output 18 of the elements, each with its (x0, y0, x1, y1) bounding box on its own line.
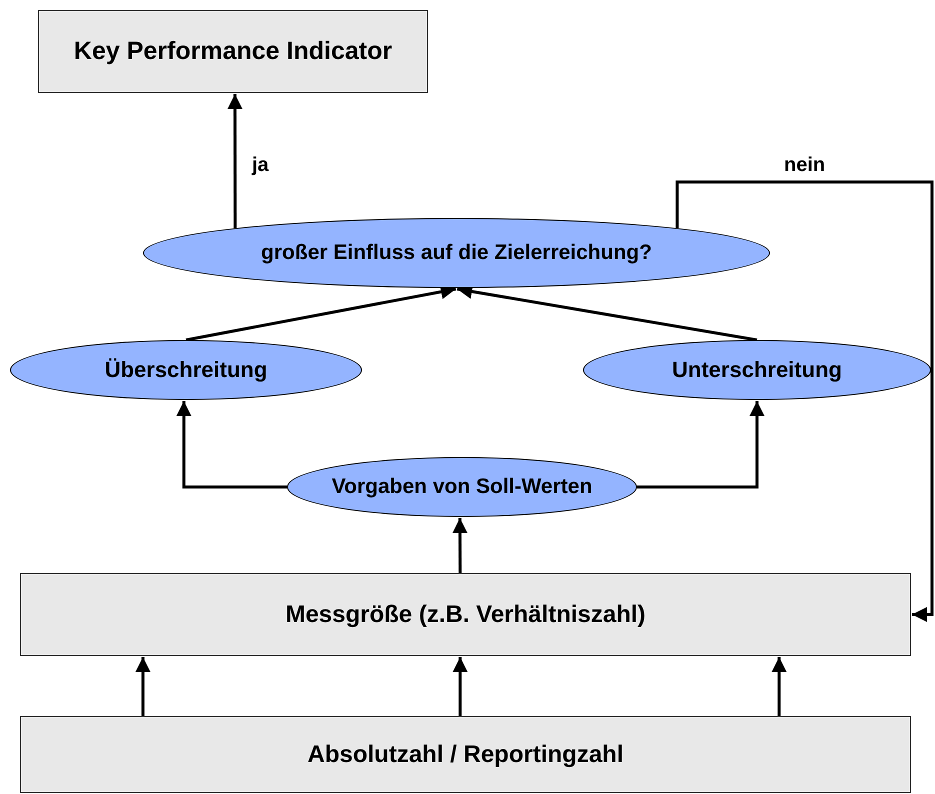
node-label: Unterschreitung (672, 356, 842, 384)
arrow (176, 401, 287, 488)
node-label: Key Performance Indicator (74, 36, 392, 67)
node-label: großer Einfluss auf die Zielerreichung? (261, 240, 652, 266)
arrow (637, 401, 764, 488)
node-label: Messgröße (z.B. Verhältniszahl) (285, 600, 646, 630)
process-box (38, 10, 428, 93)
node-label: Überschreitung (104, 356, 268, 384)
arrow (227, 94, 242, 228)
arrow (135, 657, 150, 716)
process-box (20, 573, 911, 656)
arrow (452, 657, 468, 716)
arrow (772, 657, 787, 716)
arrow (676, 180, 934, 622)
node-label: Vorgaben von Soll-Werten (332, 474, 592, 500)
arrow (452, 518, 468, 574)
node-label: Absolutzahl / Reportingzahl (308, 740, 624, 770)
process-box (20, 716, 911, 793)
